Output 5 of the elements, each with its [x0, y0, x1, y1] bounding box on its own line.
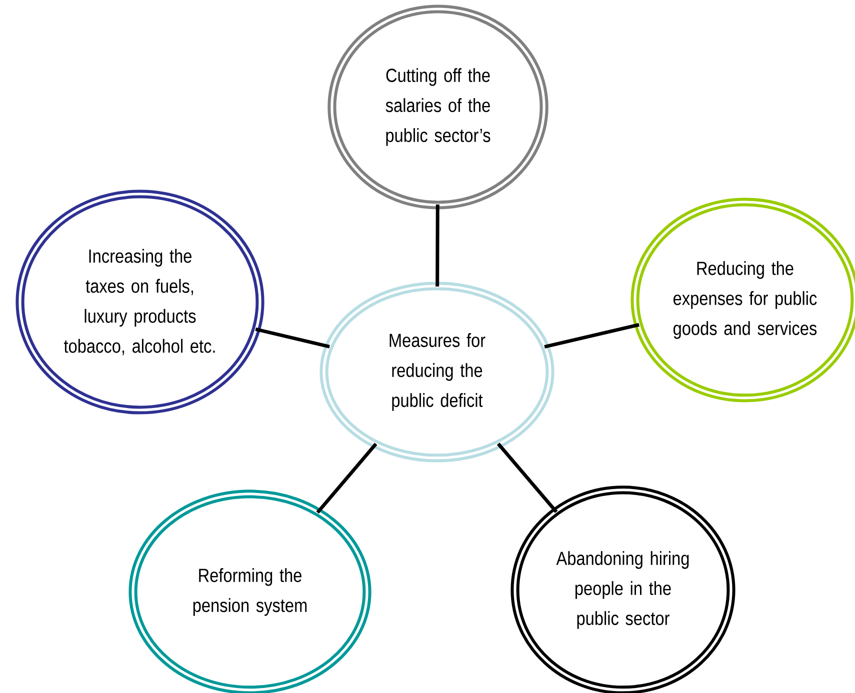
connector-line — [436, 204, 440, 286]
connector-line — [255, 328, 330, 348]
connector-line — [316, 442, 378, 514]
connector-line — [544, 323, 640, 349]
connector-line — [496, 442, 558, 514]
